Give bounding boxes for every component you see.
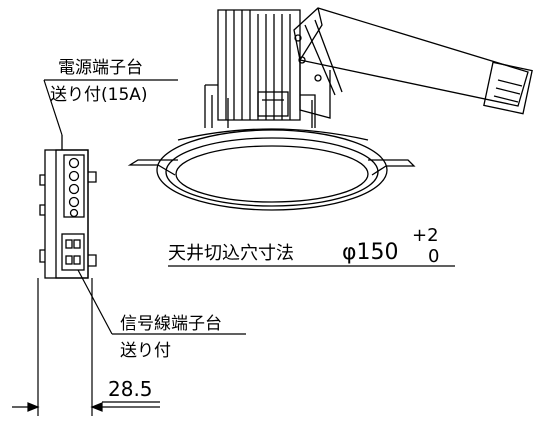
power-terminal-label-line1: 電源端子台 <box>58 58 143 78</box>
signal-terminal-block <box>61 233 85 271</box>
width-dimension <box>12 278 160 416</box>
signal-terminal-callout: 信号線端子台 送り付 <box>77 269 246 361</box>
driver-box <box>293 7 533 119</box>
signal-terminal-leader <box>77 269 113 335</box>
tolerance-lower: 0 <box>428 246 439 267</box>
left-mounting-spring <box>127 159 178 176</box>
terminal-side-view <box>39 135 97 279</box>
cutout-value: φ150 <box>342 240 399 265</box>
signal-terminal-label-line1: 信号線端子台 <box>120 314 222 334</box>
right-mounting-spring <box>368 159 416 176</box>
trim-ring <box>156 128 388 211</box>
tolerance-upper: +2 <box>412 225 439 246</box>
downlight-fixture <box>127 7 533 211</box>
power-terminal-label-line2: 送り付(15A) <box>50 85 148 105</box>
cutout-dimension: 天井切込穴寸法 φ150 +2 0 <box>168 225 455 267</box>
power-terminal-callout: 電源端子台 送り付(15A) <box>43 58 178 136</box>
width-dimension-value: 28.5 <box>108 377 153 401</box>
power-terminal-leader <box>43 79 63 136</box>
power-terminal-block <box>63 154 85 218</box>
signal-terminal-label-line2: 送り付 <box>120 341 171 361</box>
cutout-label: 天井切込穴寸法 <box>168 243 294 264</box>
heat-sink <box>204 9 316 128</box>
